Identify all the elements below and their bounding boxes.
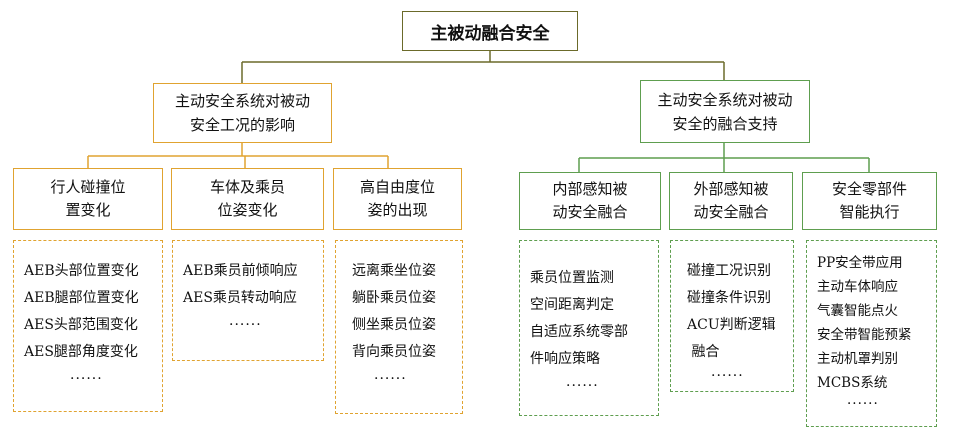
left-child-2-line-1: 车体及乘员 (209, 178, 285, 196)
right-child-2-node: 外部感知被 动安全融合 (669, 172, 793, 230)
detail-item: 乘员位置监测 (530, 270, 614, 286)
left-child-3-node: 高自由度位 姿的出现 (333, 168, 462, 230)
left-child-3-details: 远离乘坐位姿 躺卧乘员位姿 侧坐乘员位姿 背向乘员位姿 ······ (335, 240, 463, 414)
detail-item: 件响应策略 (530, 351, 600, 367)
detail-item: AEB乘员前倾响应 (183, 263, 298, 279)
right-child-3-node: 安全零部件 智能执行 (802, 172, 937, 230)
left-child-1-details: AEB头部位置变化 AEB腿部位置变化 AES头部范围变化 AES腿部角度变化 … (13, 240, 163, 412)
detail-item: 碰撞条件识别 (687, 290, 771, 306)
detail-item: AEB头部位置变化 (24, 263, 139, 279)
root-node: 主被动融合安全 (402, 11, 578, 51)
right-child-3-line-1: 安全零部件 (831, 180, 907, 198)
right-child-2-line-1: 外部感知被 (693, 180, 769, 198)
right-branch-node: 主动安全系统对被动 安全的融合支持 (640, 80, 810, 143)
left-child-3-line-1: 高自由度位 (359, 178, 435, 196)
right-child-3-line-2: 智能执行 (839, 203, 900, 221)
left-child-1-line-2: 置变化 (65, 201, 111, 219)
detail-item: 自适应系统零部 (530, 324, 628, 340)
left-child-2-line-2: 位姿变化 (217, 201, 278, 219)
detail-ellipsis: ······ (229, 317, 262, 333)
left-child-3-line-2: 姿的出现 (367, 201, 428, 219)
right-branch-line-1: 主动安全系统对被动 (657, 90, 793, 109)
left-branch-line-1: 主动安全系统对被动 (174, 92, 310, 110)
detail-item: AES头部范围变化 (24, 317, 138, 333)
right-branch-line-2: 安全的融合支持 (672, 114, 778, 133)
detail-item: AES腿部角度变化 (24, 344, 138, 360)
detail-item: 主动机罩判别 (817, 351, 898, 367)
detail-item: MCBS系统 (817, 375, 888, 391)
detail-item: AEB腿部位置变化 (24, 290, 139, 306)
detail-item: PP安全带应用 (817, 255, 903, 271)
detail-item: 侧坐乘员位姿 (352, 317, 436, 333)
detail-item: 主动车体响应 (817, 279, 898, 295)
right-child-2-line-2: 动安全融合 (693, 203, 769, 221)
detail-item: ACU判断逻辑 (687, 317, 776, 333)
left-child-1-node: 行人碰撞位 置变化 (13, 168, 163, 230)
right-child-2-details: 碰撞工况识别 碰撞条件识别 ACU判断逻辑 融合 ······ (670, 240, 794, 392)
detail-item: 融合 (687, 344, 720, 360)
left-child-2-details: AEB乘员前倾响应 AES乘员转动响应 ······ (172, 240, 324, 361)
root-label: 主被动融合安全 (430, 23, 550, 44)
detail-ellipsis: ······ (711, 368, 744, 384)
detail-ellipsis: ······ (374, 371, 407, 387)
left-child-2-node: 车体及乘员 位姿变化 (171, 168, 324, 230)
left-branch-line-2: 安全工况的影响 (189, 116, 295, 134)
detail-item: 碰撞工况识别 (687, 263, 771, 279)
right-child-1-line-2: 动安全融合 (552, 203, 628, 221)
right-child-1-node: 内部感知被 动安全融合 (519, 172, 661, 230)
detail-item: 远离乘坐位姿 (352, 263, 436, 279)
detail-item: 背向乘员位姿 (352, 344, 436, 360)
detail-item: 气囊智能点火 (817, 303, 898, 319)
detail-item: 躺卧乘员位姿 (352, 290, 436, 306)
detail-item: AES乘员转动响应 (183, 290, 297, 306)
left-child-1-line-1: 行人碰撞位 (50, 178, 126, 196)
right-child-3-details: PP安全带应用 主动车体响应 气囊智能点火 安全带智能预紧 主动机罩判别 MCB… (806, 240, 937, 427)
detail-ellipsis: ······ (566, 378, 599, 394)
right-child-1-details: 乘员位置监测 空间距离判定 自适应系统零部 件响应策略 ······ (519, 240, 659, 416)
detail-item: 安全带智能预紧 (817, 327, 912, 343)
left-branch-node: 主动安全系统对被动 安全工况的影响 (153, 83, 332, 143)
right-child-1-line-1: 内部感知被 (552, 180, 628, 198)
detail-ellipsis: ······ (70, 371, 103, 387)
detail-ellipsis: ······ (847, 396, 879, 412)
detail-item: 空间距离判定 (530, 297, 614, 313)
